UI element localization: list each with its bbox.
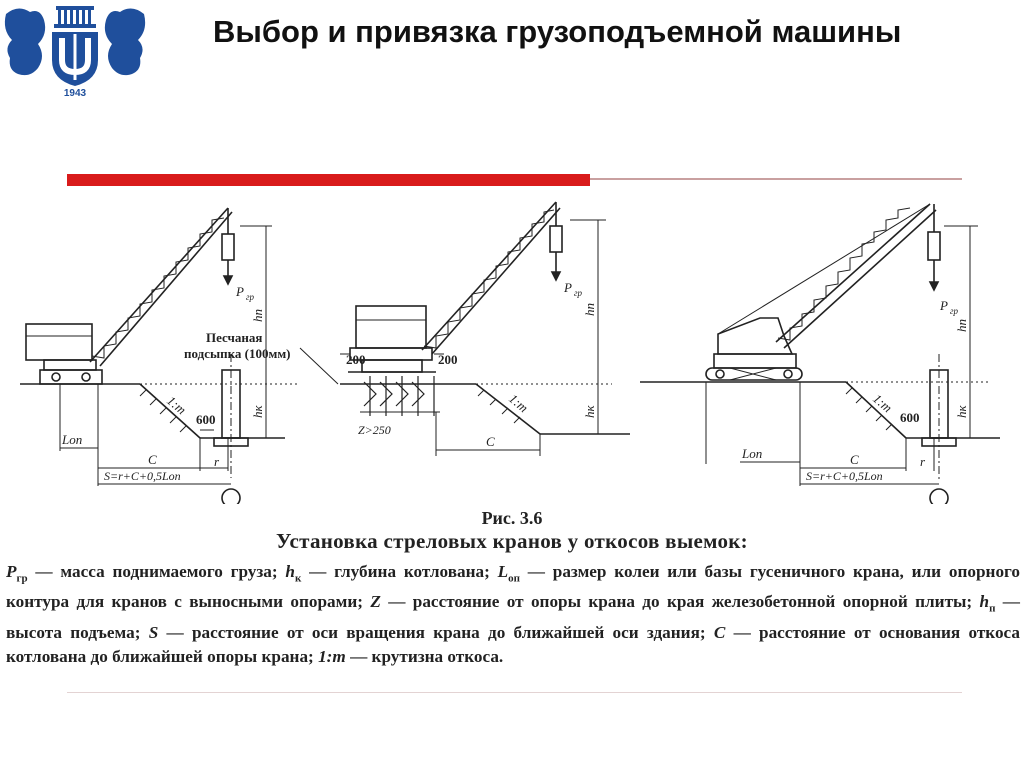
legend-sym-z: Z — [370, 592, 381, 612]
slide-title: Выбор и привязка грузоподъемной машины — [213, 14, 902, 49]
label-r-right: r — [920, 454, 926, 469]
legend-sym-p: P — [6, 562, 17, 581]
label-load-sub-right: гр — [950, 306, 959, 316]
legend-seg-7: — расстояние от основания откоса котлова… — [6, 622, 1020, 666]
label-c-mid: C — [486, 434, 495, 449]
label-slope-left: 1:m — [164, 393, 189, 417]
label-load-mid: P — [563, 280, 572, 295]
label-sand-fill-2: подсыпка (100мм) — [184, 346, 291, 361]
crane-diagram: P гр P гр P гр hп hп hп hк hк hк 1:m 1:m… — [20, 201, 1000, 504]
label-c-right: C — [850, 452, 859, 467]
legend-sym-l: L — [497, 562, 509, 581]
label-200-left: 200 — [346, 352, 366, 367]
label-slope-mid: 1:m — [506, 391, 531, 415]
title-accent-bar — [67, 174, 590, 186]
panel-left-crane — [20, 207, 339, 504]
label-pit-depth-right: hк — [954, 405, 969, 419]
panel-middle-crane — [340, 201, 630, 456]
legend-sym-s: S — [148, 622, 159, 642]
university-logo: 1943 — [0, 0, 150, 100]
label-pit-depth-left: hк — [250, 405, 265, 419]
label-200-right: 200 — [438, 352, 458, 367]
legend-seg-6: — расстояние от оси вращения крана до бл… — [158, 622, 714, 642]
label-load-right: P — [939, 298, 948, 313]
label-slope-right: 1:m — [870, 391, 895, 415]
figure-legend: Pгр — масса поднимаемого груза; hк — глу… — [6, 560, 1020, 669]
label-r-left: r — [214, 454, 220, 469]
label-lift-height-left: hп — [250, 309, 265, 322]
label-load-left: P — [235, 284, 244, 299]
label-lift-height-mid: hп — [582, 303, 597, 316]
label-c-left: C — [148, 452, 157, 467]
title-divider-line — [590, 178, 962, 180]
legend-sub-op: оп — [508, 572, 520, 585]
footer-divider-line — [67, 692, 962, 693]
label-z-note: Z>250 — [358, 423, 391, 437]
legend-seg-5: — высота подъема; — [6, 592, 1020, 642]
panel-right-crane — [640, 203, 1000, 504]
legend-sub-gr: гр — [16, 572, 28, 585]
legend-seg-3: — размер колеи или базы гусеничного кран… — [6, 562, 1021, 612]
label-lift-height-right: hп — [954, 319, 969, 332]
figure-number: Рис. 3.6 — [481, 508, 543, 528]
label-load-sub-left: гр — [246, 292, 255, 302]
figure-caption: Установка стреловых кранов у откосов вые… — [276, 529, 748, 553]
label-600-left: 600 — [196, 412, 216, 427]
legend-seg-4: — расстояние от опоры крана до края желе… — [380, 592, 980, 612]
label-s-right: S=r+C+0,5Lоп — [806, 469, 883, 483]
logo-year: 1943 — [64, 88, 87, 99]
label-load-sub-mid: гр — [574, 288, 583, 298]
label-pit-depth-mid: hк — [582, 405, 597, 419]
legend-sub-k: к — [294, 572, 302, 585]
legend-seg-8: — крутизна откоса. — [345, 646, 504, 666]
label-sand-fill-1: Песчаная — [206, 330, 262, 345]
legend-sym-hk: h — [285, 562, 295, 581]
label-600-right: 600 — [900, 410, 920, 425]
label-lop-left: Lоп — [61, 432, 82, 447]
legend-sub-p: п — [989, 602, 996, 615]
legend-sym-m: 1:m — [318, 646, 346, 666]
legend-seg-2: — глубина котлована; — [301, 562, 498, 581]
label-lop-right: Lоп — [741, 446, 762, 461]
label-s-left: S=r+C+0,5Lоп — [104, 469, 181, 483]
legend-seg-1: — масса поднимаемого груза; — [27, 562, 286, 581]
legend-sym-c: C — [713, 622, 726, 642]
legend-sym-hp: h — [979, 592, 990, 612]
